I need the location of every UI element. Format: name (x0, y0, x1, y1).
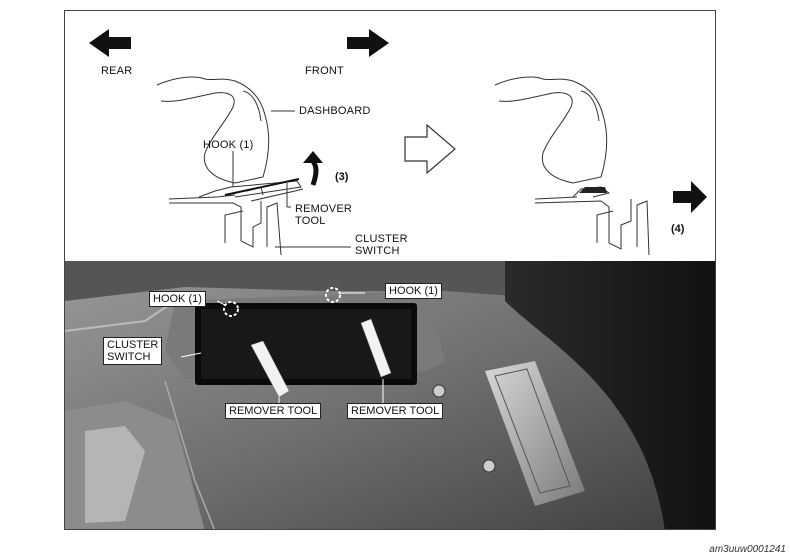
dashboard-label: DASHBOARD (299, 105, 371, 117)
photo-cluster-switch-line2: SWITCH (107, 351, 151, 363)
remover-tool-right-photo (360, 318, 392, 378)
dashboard-outline-left (156, 76, 270, 184)
photo-remover-tool-right-label: REMOVER TOOL (347, 403, 444, 419)
curved-arrow-icon (303, 151, 323, 186)
remover-tool-label-line1: REMOVER (295, 203, 353, 215)
photo-cluster-switch-label: CLUSTER SWITCH (103, 337, 163, 365)
hook-detached (579, 187, 607, 193)
panel-assembly-right (534, 186, 650, 256)
remover-tool-left-photo (250, 340, 290, 398)
photo-hook-left-label: HOOK (1) (149, 291, 206, 307)
rear-label: REAR (101, 65, 133, 77)
arrow-left-icon (89, 29, 131, 57)
hook-marker-left (223, 301, 239, 317)
diagram-frame: REAR FRONT DASHBOARD HOOK (1) (3) REMOVE… (64, 10, 716, 530)
figure-code: am3uuw0001241 (709, 544, 786, 555)
cluster-switch-label-line1: CLUSTER (355, 233, 408, 245)
photo-cluster-switch-line1: CLUSTER (107, 339, 159, 351)
hollow-arrow-icon (404, 123, 456, 175)
step-3-label: (3) (335, 171, 349, 183)
remover-tool-label-line2: TOOL (295, 215, 326, 227)
hook-label: HOOK (1) (203, 139, 254, 151)
dashboard-outline-right (494, 76, 608, 184)
photo-remover-tool-left-label: REMOVER TOOL (225, 403, 322, 419)
front-label: FRONT (305, 65, 344, 77)
pedal (485, 361, 585, 506)
step-4-label: (4) (671, 223, 685, 235)
cluster-switch-label-line2: SWITCH (355, 245, 400, 257)
photo-hook-right-label: HOOK (1) (385, 283, 442, 299)
line-drawing (89, 29, 707, 256)
hook-marker-right (325, 287, 341, 303)
panel-assembly-left (168, 180, 304, 256)
arrow-right-icon (673, 181, 707, 213)
arrow-right-icon (347, 29, 389, 57)
remover-tool-left (224, 178, 300, 196)
